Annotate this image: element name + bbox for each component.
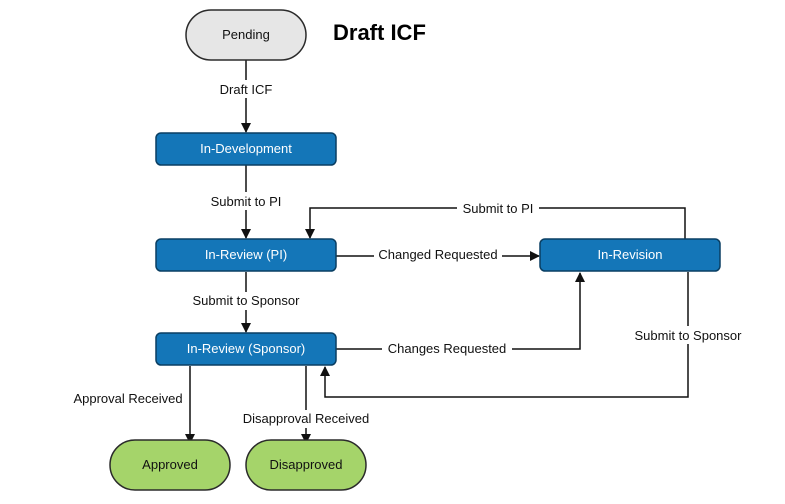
node-in-development: In-Development xyxy=(155,132,337,166)
node-in-review-sponsor-label: In-Review (Sponsor) xyxy=(187,341,306,356)
node-pending-label: Pending xyxy=(222,27,270,42)
edge-label-disapproval-received: Disapproval Received xyxy=(243,411,369,426)
edge-label-submit-to-sponsor: Submit to Sponsor xyxy=(193,293,301,308)
edge-label-submit-to-pi: Submit to PI xyxy=(211,194,282,209)
node-in-development-label: In-Development xyxy=(200,141,292,156)
edge-label-changes-requested: Changes Requested xyxy=(388,341,507,356)
node-in-review-sponsor: In-Review (Sponsor) xyxy=(155,332,337,366)
edge-label-draft-icf: Draft ICF xyxy=(220,82,273,97)
node-disapproved: Disapproved xyxy=(245,439,367,491)
node-pending: Pending xyxy=(185,9,307,61)
node-approved-label: Approved xyxy=(142,457,198,472)
node-in-revision-label: In-Revision xyxy=(597,247,662,262)
edge-changes-requested xyxy=(336,272,585,350)
node-approved: Approved xyxy=(109,439,231,491)
edge-label-approval-received: Approval Received xyxy=(73,391,182,406)
node-in-revision: In-Revision xyxy=(539,238,721,272)
node-in-review-pi-label: In-Review (PI) xyxy=(205,247,287,262)
edge-label-changed-requested: Changed Requested xyxy=(378,247,497,262)
node-disapproved-label: Disapproved xyxy=(270,457,343,472)
edge-label-submit-to-sponsor-revision: Submit to Sponsor xyxy=(635,328,743,343)
node-in-review-pi: In-Review (PI) xyxy=(155,238,337,272)
edge-label-submit-to-pi-revision: Submit to PI xyxy=(463,201,534,216)
diagram-title: Draft ICF xyxy=(333,20,426,45)
